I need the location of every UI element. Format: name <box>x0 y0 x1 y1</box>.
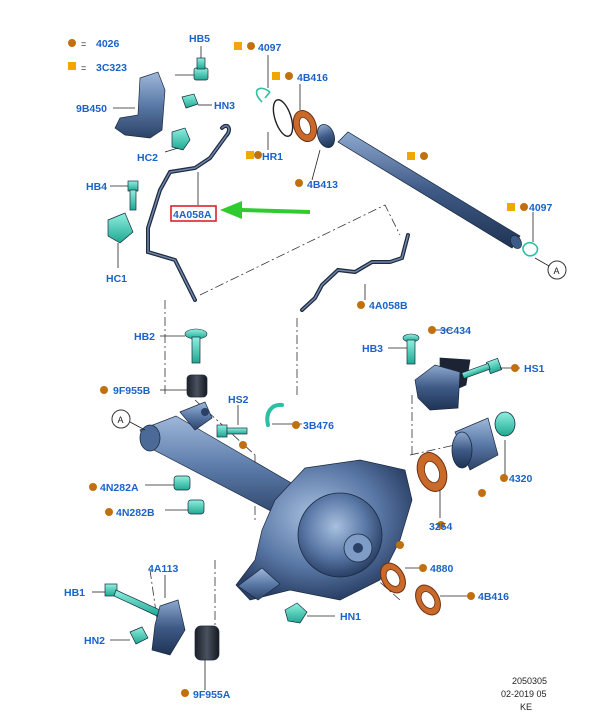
bolt-hb4[interactable] <box>110 180 139 211</box>
label-4n282a[interactable]: 4N282A <box>100 482 139 494</box>
seal-4880[interactable] <box>375 559 425 598</box>
callout-a-top[interactable]: A <box>534 257 567 280</box>
bracket-9b450[interactable] <box>113 71 166 139</box>
label-4b416-bottom[interactable]: 4B416 <box>478 591 509 603</box>
legend-square-icon <box>68 62 76 70</box>
bolt-hs2[interactable] <box>216 405 248 438</box>
footer-line2: 02-2019 05 <box>501 689 547 699</box>
legend-equals: = <box>81 39 86 49</box>
label-9b450[interactable]: 9B450 <box>76 103 107 115</box>
label-4097-right[interactable]: 4097 <box>529 202 553 214</box>
bolt-hb3[interactable] <box>388 333 420 365</box>
seal-4b416-top[interactable] <box>289 84 321 145</box>
callout-a-top-text: A <box>554 266 560 276</box>
label-hn1[interactable]: HN1 <box>340 611 361 623</box>
legend-dot-ref[interactable]: 4026 <box>96 38 120 50</box>
axle-shaft[interactable] <box>337 131 524 251</box>
highlight-4a058a <box>170 201 310 222</box>
bolt-hb5[interactable] <box>175 46 209 81</box>
label-4097-top[interactable]: 4097 <box>258 42 282 54</box>
legend-dot-icon <box>68 39 76 47</box>
highlight-box <box>170 205 217 222</box>
bearing-4b413[interactable] <box>311 122 338 181</box>
label-hb2[interactable]: HB2 <box>134 331 155 343</box>
bolt-hb1[interactable] <box>92 583 161 617</box>
ring-hr1[interactable] <box>267 97 296 150</box>
bushing-9f955b[interactable] <box>160 374 208 398</box>
differential-housing[interactable] <box>235 459 413 601</box>
label-4880[interactable]: 4880 <box>430 563 454 575</box>
axle-housing[interactable] <box>139 401 301 521</box>
label-hb4[interactable]: HB4 <box>86 181 107 193</box>
legend-square-ref[interactable]: 3C323 <box>96 62 127 74</box>
label-hb5[interactable]: HB5 <box>189 33 210 45</box>
bolt-hb2[interactable] <box>160 328 208 364</box>
footer-line3: KE <box>520 702 532 712</box>
label-4n282b[interactable]: 4N282B <box>116 507 155 519</box>
label-4b413[interactable]: 4B413 <box>307 179 338 191</box>
clip-hc1[interactable] <box>107 212 134 268</box>
nut-hn3[interactable] <box>181 93 212 109</box>
clip-hc2[interactable] <box>164 127 191 153</box>
o-ring-4097[interactable] <box>255 55 271 103</box>
label-4a058a[interactable]: 4A058A <box>173 209 212 221</box>
reference-markers <box>89 42 528 697</box>
label-9f955a[interactable]: 9F955A <box>193 689 231 701</box>
label-4a058b[interactable]: 4A058B <box>369 300 408 312</box>
seal-4b416-bottom[interactable] <box>410 581 475 620</box>
bushings-4n282[interactable] <box>145 475 205 515</box>
legend-equals-2: = <box>81 63 86 73</box>
legend: = 4026 = 3C323 <box>68 38 127 74</box>
label-hn2[interactable]: HN2 <box>84 635 105 647</box>
vent-tube-4a058a[interactable] <box>146 123 231 302</box>
vent-tube-4a058b[interactable] <box>300 233 410 312</box>
label-3254[interactable]: 3254 <box>429 521 453 533</box>
bushing-9f955a[interactable] <box>194 625 220 690</box>
label-hn3[interactable]: HN3 <box>214 100 235 112</box>
footer-line1: 2050305 <box>512 676 547 686</box>
label-hc1[interactable]: HC1 <box>106 273 127 285</box>
bracket-4a113[interactable] <box>151 575 186 656</box>
label-hr1[interactable]: HR1 <box>262 151 283 163</box>
callout-a-left-text: A <box>118 415 124 425</box>
label-9f955b[interactable]: 9F955B <box>113 385 151 397</box>
label-hb1[interactable]: HB1 <box>64 587 85 599</box>
seal-3254[interactable] <box>412 448 452 518</box>
nut-hn2[interactable] <box>110 626 149 645</box>
flange-4320[interactable] <box>451 411 516 475</box>
label-4a113[interactable]: 4A113 <box>148 563 179 575</box>
label-4320[interactable]: 4320 <box>509 473 533 485</box>
label-hs1[interactable]: HS1 <box>524 363 545 375</box>
label-4b416-top[interactable]: 4B416 <box>297 72 328 84</box>
label-hb3[interactable]: HB3 <box>362 343 383 355</box>
callout-a-left[interactable]: A <box>111 409 146 431</box>
nut-hn1[interactable] <box>284 602 335 624</box>
label-3b476[interactable]: 3B476 <box>303 420 334 432</box>
label-hs2[interactable]: HS2 <box>228 394 249 406</box>
footer-code: 2050305 02-2019 05 KE <box>501 676 547 712</box>
green-arrow-icon <box>220 201 310 219</box>
o-ring-4097-right[interactable] <box>522 212 539 257</box>
mount-bracket-3c434[interactable] <box>414 329 471 411</box>
label-hc2[interactable]: HC2 <box>137 152 158 164</box>
label-3c434[interactable]: 3C434 <box>440 325 471 337</box>
part-labels: HB5 4097 9B450 4B416 HN3 HC2 HR1 4B413 H… <box>64 33 553 701</box>
